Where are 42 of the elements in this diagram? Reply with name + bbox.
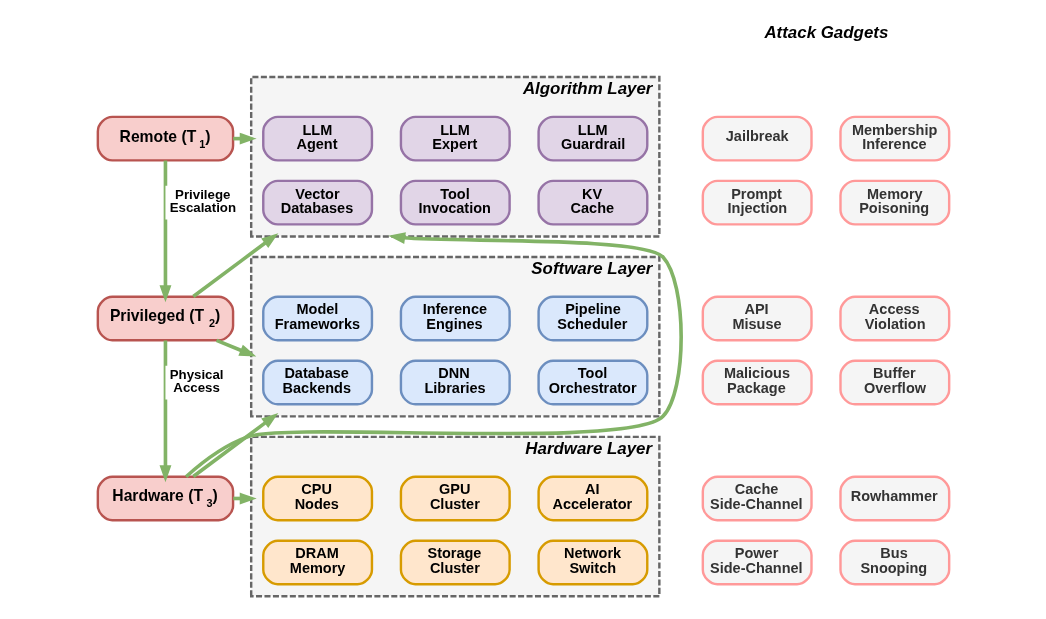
node-box: Vector Databases [261,179,373,226]
node-box: Access Violation [838,295,950,342]
node-box: Bus Snooping [838,539,950,586]
node-box: Tool Invocation [399,179,511,226]
node-box: Jailbreak [701,115,813,162]
node-box: Membership Inference [838,115,950,162]
edge-label: Privilege Escalation [169,186,236,216]
node-box: Model Frameworks [261,295,373,342]
arrow [159,160,171,303]
arrow [191,233,278,298]
arrow [215,338,256,357]
node-box: DRAM Memory [261,539,373,586]
node-box: Memory Poisoning [838,179,950,226]
node-box: LLM Guardrail [536,115,648,162]
node-box: CPU Nodes [261,475,373,522]
node-box: Power Side-Channel [701,539,813,586]
node-box: LLM Agent [261,115,373,162]
node-box: GPU Cluster [399,475,511,522]
node-box: Cache Side-Channel [701,475,813,522]
node-box: Storage Cluster [399,539,511,586]
node-box: LLM Expert [399,115,511,162]
node-box: Network Switch [536,539,648,586]
node-box: Prompt Injection [701,179,813,226]
node-box: Privileged (T$_{2}$) [96,295,234,342]
arrow [159,340,171,483]
arrow [191,413,278,478]
node-box: API Misuse [701,295,813,342]
node-box: Buffer Overflow [838,359,950,406]
node-box: Hardware (T$_{3}$) [96,475,234,522]
node-box: DNN Libraries [399,359,511,406]
node-box: AI Accelerator [536,475,648,522]
node-box: Remote (T$_{1}$) [96,115,234,162]
label: Attack Gadgets [763,23,888,43]
node-box: Tool Orchestrator [536,359,648,406]
node-box: Pipeline Scheduler [536,295,648,342]
node-box: Rowhammer [838,475,950,522]
arrow [184,232,683,479]
node-box: Malicious Package [701,359,813,406]
node-box: Database Backends [261,359,373,406]
node-box: KV Cache [536,179,648,226]
edge-label: Physical Access [169,366,224,395]
node-box: Inference Engines [399,295,511,342]
